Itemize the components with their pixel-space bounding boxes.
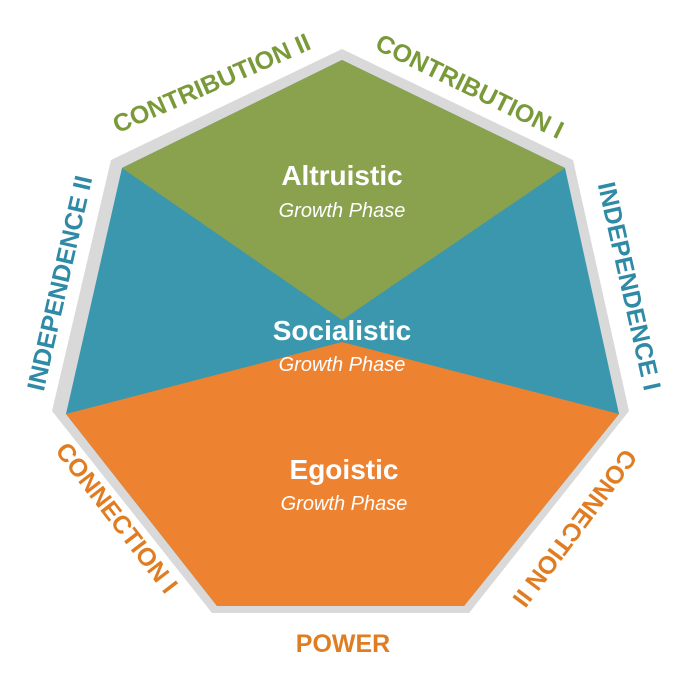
altruistic-subtitle: Growth Phase	[279, 200, 406, 222]
egoistic-region	[66, 342, 619, 606]
egoistic-title: Egoistic	[290, 454, 399, 485]
socialistic-subtitle: Growth Phase	[279, 354, 406, 376]
socialistic-title: Socialistic	[273, 315, 412, 346]
altruistic-title: Altruistic	[281, 160, 402, 191]
altruistic-region	[122, 60, 565, 320]
edge-label-power: POWER	[296, 630, 390, 658]
egoistic-subtitle: Growth Phase	[281, 493, 408, 515]
